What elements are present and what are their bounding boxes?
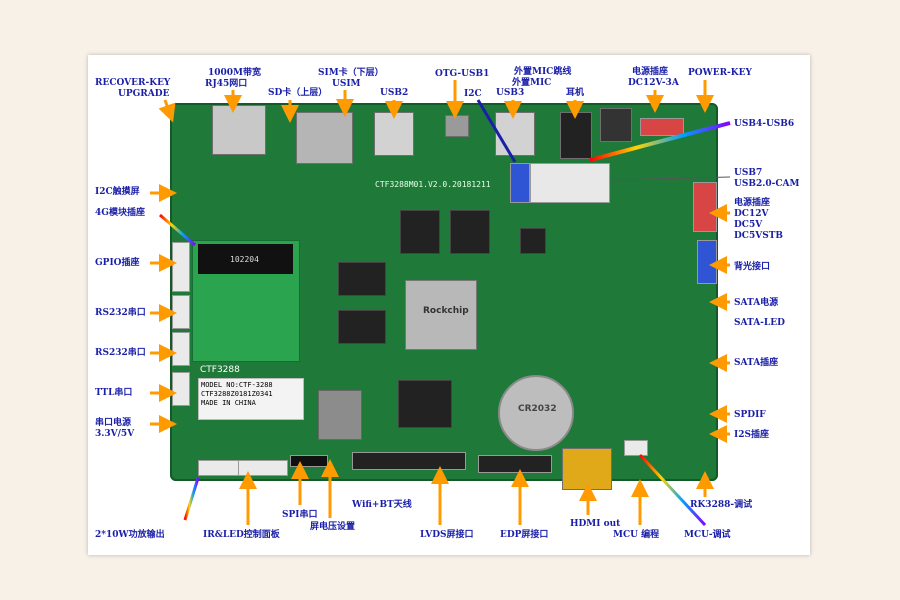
label-upgrade: UPGRADE: [118, 89, 170, 99]
rs232-header-2: [172, 332, 190, 366]
label-serial-power-2: 3.3V/5V: [95, 429, 135, 439]
wifi-module: [318, 390, 362, 440]
soc-rk3288: [405, 280, 477, 350]
usb-headers: [530, 163, 610, 203]
label-spdif: SPDIF: [734, 410, 766, 420]
label-i2s: I2S插座: [734, 430, 769, 440]
audio-jack: [560, 112, 592, 159]
rockchip-text: Rockchip: [423, 306, 469, 316]
label-ir-led: IR&LED控制面板: [203, 530, 280, 540]
coin-battery: [498, 375, 574, 451]
battery-text: CR2032: [518, 404, 557, 414]
chip-5: [520, 228, 546, 254]
chip-6: [398, 380, 452, 428]
label-serial-power-1: 串口电源: [95, 418, 132, 428]
ttl-header: [172, 372, 190, 406]
label-headphone: 耳机: [566, 88, 585, 98]
m2-text: 102204: [230, 255, 259, 264]
label-usb2: USB2: [380, 88, 409, 98]
label-gigabit-2: RJ45网口: [205, 79, 248, 89]
label-mcu-debug: MCU-调试: [684, 530, 731, 540]
board-name: CTF3288: [200, 365, 240, 375]
lvds-header: [352, 452, 466, 470]
sim-sd-slot: [296, 112, 353, 164]
label-screen-voltage: 屏电压设置: [310, 522, 356, 532]
label-sata: SATA插座: [734, 358, 779, 368]
label-usb7: USB7: [734, 168, 763, 178]
label-gigabit-1: 1000M带宽: [208, 68, 262, 78]
i2c-header: [510, 163, 530, 203]
label-ttl: TTL串口: [95, 388, 133, 398]
model-label: MODEL NO:CTF-3288 CTF3288Z0181Z0341 MADE…: [198, 378, 304, 420]
label-module-4g: 4G模块插座: [95, 208, 145, 218]
ram-chip-4: [338, 310, 386, 344]
label-power-out-2: DC12V: [734, 209, 769, 219]
amp-header: [198, 460, 240, 476]
label-power-socket-1: 电源插座: [632, 67, 669, 77]
label-rs232-2: RS232串口: [95, 348, 146, 358]
label-sd-card: SD卡（上层）: [268, 88, 328, 98]
label-usb3: USB3: [496, 88, 525, 98]
made-in: MADE IN CHINA: [201, 399, 256, 407]
label-i2c: I2C: [464, 89, 482, 99]
label-usb4-usb6: USB4-USB6: [734, 119, 795, 129]
label-lvds: LVDS屏接口: [420, 530, 474, 540]
model-no: MODEL NO:CTF-3288: [201, 381, 273, 389]
label-gpio: GPIO插座: [95, 258, 140, 268]
label-rk3288-debug: RK3288-调试: [690, 500, 753, 510]
rs232-header-1: [172, 295, 190, 329]
power-out-header: [693, 182, 717, 232]
label-power-out-4: DC5VSTB: [734, 231, 784, 241]
usb3-port: [495, 112, 535, 156]
label-sata-led: SATA-LED: [734, 318, 785, 328]
ram-chip-1: [400, 210, 440, 254]
label-power-key: POWER-KEY: [688, 68, 752, 78]
board-model-text: CTF3288M01.V2.0.20181211: [375, 180, 491, 189]
ram-chip-3: [338, 262, 386, 296]
gpio-header: [172, 242, 190, 292]
label-sata-power: SATA电源: [734, 298, 779, 308]
label-wifi-bt: Wifi+BT天线: [352, 500, 412, 510]
label-ext-mic: 外置MIC: [512, 78, 552, 88]
label-i2c-touch: I2C触摸屏: [95, 187, 140, 197]
edp-header: [478, 455, 552, 473]
label-otg-usb1: OTG-USB1: [435, 69, 490, 79]
power-header: [640, 118, 684, 136]
label-recover-key: RECOVER-KEY: [95, 78, 171, 88]
label-power-socket-2: DC12V-3A: [628, 78, 679, 88]
label-usim: USIM: [332, 79, 361, 89]
label-usb20-cam: USB2.0-CAM: [734, 179, 800, 189]
label-spi: SPI串口: [282, 510, 318, 520]
ram-chip-2: [450, 210, 490, 254]
spi-header: [290, 455, 328, 467]
label-power-out-1: 电源插座: [734, 198, 771, 208]
label-sim-card: SIM卡（下层）: [318, 68, 384, 78]
hdmi-port: [562, 448, 612, 490]
label-mcu-prog: MCU 编程: [613, 530, 660, 540]
otg-port: [445, 115, 469, 137]
usb2-port: [374, 112, 414, 156]
dc-jack: [600, 108, 632, 142]
backlight-header: [697, 240, 717, 284]
serial-no: CTF3288Z0181Z0341: [201, 390, 273, 398]
mcu-header: [624, 440, 648, 456]
label-edp: EDP屏接口: [500, 530, 549, 540]
label-power-out-3: DC5V: [734, 220, 763, 230]
label-amp-out: 2*10W功放输出: [95, 530, 165, 540]
m2-connector: [198, 244, 293, 274]
rj45-port: [212, 105, 266, 155]
label-hdmi-out: HDMI out: [570, 519, 621, 529]
label-rs232-1: RS232串口: [95, 308, 146, 318]
ir-led-header: [238, 460, 288, 476]
label-backlight: 背光接口: [734, 262, 771, 272]
label-ext-mic-jump: 外置MIC跳线: [514, 67, 572, 77]
